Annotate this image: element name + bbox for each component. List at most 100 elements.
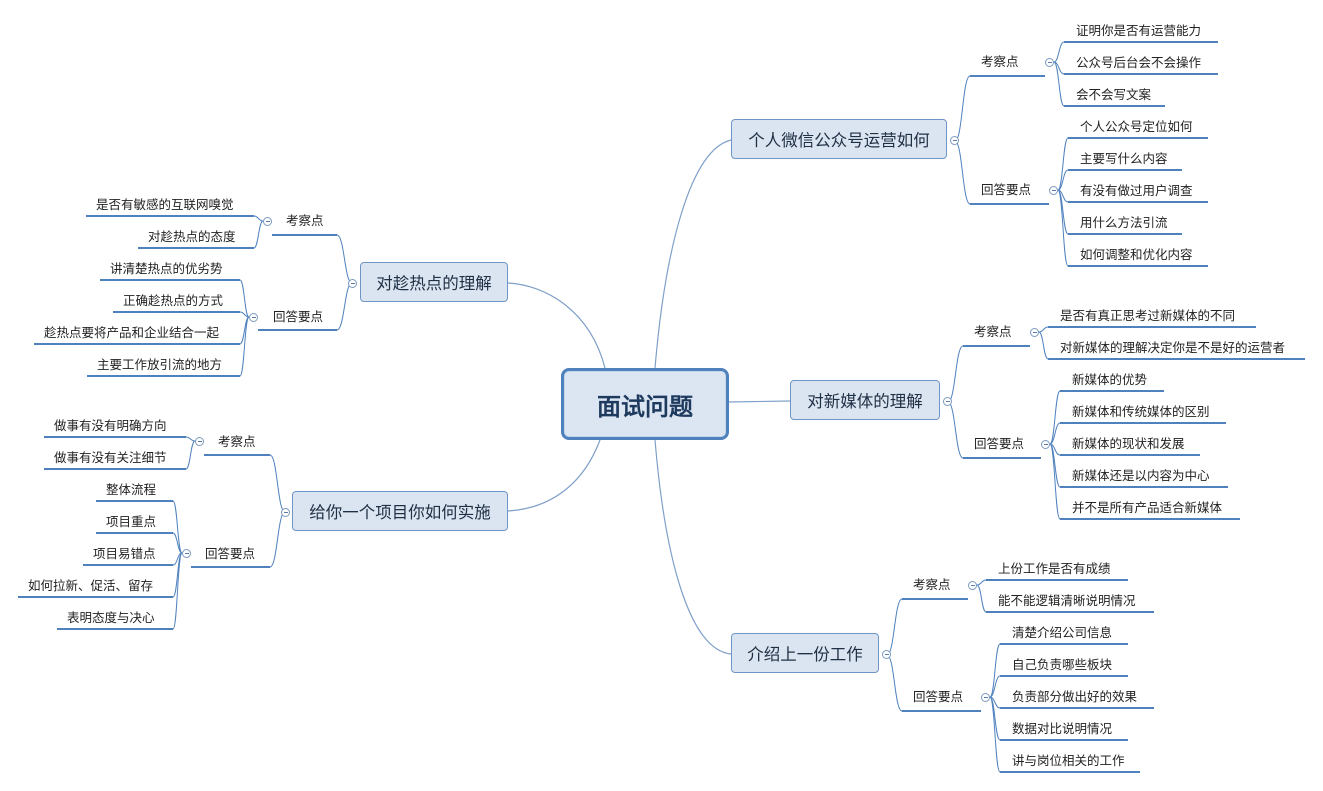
connector-line — [185, 436, 196, 442]
group-label[interactable]: 考察点 — [286, 213, 324, 228]
leaf-item[interactable]: 趁热点要将产品和企业结合一起 — [44, 325, 220, 340]
root-topic[interactable]: 面试问题 — [561, 368, 729, 440]
connector-line — [239, 279, 250, 318]
collapse-minus-icon[interactable] — [249, 313, 258, 322]
branch-wechat-account[interactable]: 个人微信公众号运营如何 — [731, 119, 947, 159]
leaf-item[interactable]: 对新媒体的理解决定你是不是好的运营者 — [1060, 340, 1286, 355]
connector-line — [989, 675, 1001, 698]
collapse-minus-icon[interactable] — [1030, 328, 1039, 337]
leaf-item[interactable]: 主要写什么内容 — [1080, 151, 1168, 166]
leaf-item[interactable]: 有没有做过用户调查 — [1080, 183, 1193, 198]
connector-line — [654, 139, 732, 369]
group-label[interactable]: 回答要点 — [205, 546, 256, 561]
connector-line — [1057, 189, 1069, 267]
branch-project-implementation[interactable]: 给你一个项目你如何实施 — [292, 491, 508, 531]
branch-previous-job[interactable]: 介绍上一份工作 — [731, 633, 879, 673]
group-label[interactable]: 考察点 — [974, 324, 1012, 339]
connector-line — [269, 511, 286, 568]
leaf-item[interactable]: 是否有敏感的互联网嗅觉 — [96, 197, 234, 212]
leaf-item[interactable]: 证明你是否有运营能力 — [1076, 23, 1202, 38]
leaf-item[interactable]: 主要工作放引流的地方 — [97, 357, 223, 372]
collapse-minus-icon[interactable] — [182, 549, 191, 558]
group-label[interactable]: 考察点 — [218, 434, 256, 449]
group-label[interactable]: 考察点 — [913, 577, 951, 592]
leaf-item[interactable]: 新媒体的现状和发展 — [1072, 436, 1185, 451]
collapse-minus-icon[interactable] — [263, 217, 272, 226]
leaf-item[interactable]: 是否有真正思考过新媒体的不同 — [1060, 308, 1236, 323]
connector-line — [1049, 422, 1061, 445]
collapse-minus-icon[interactable] — [1041, 440, 1050, 449]
connector-line — [947, 345, 964, 403]
connector-line — [1053, 61, 1065, 107]
leaf-item[interactable]: 表明态度与决心 — [67, 610, 155, 625]
connector-line — [507, 282, 606, 369]
leaf-item[interactable]: 数据对比说明情况 — [1012, 721, 1113, 736]
connector-line — [172, 500, 183, 554]
leaf-item[interactable]: 对趁热点的态度 — [148, 229, 236, 244]
connector-line — [1049, 443, 1061, 520]
leaf-item[interactable]: 公众号后台会不会操作 — [1076, 55, 1202, 70]
connector-line — [172, 532, 183, 554]
connector-line — [239, 311, 250, 318]
branch-trending-topics[interactable]: 对趁热点的理解 — [360, 262, 508, 302]
connector-line — [1053, 41, 1065, 63]
group-label[interactable]: 考察点 — [981, 54, 1019, 69]
connector-line — [1057, 137, 1069, 191]
leaf-item[interactable]: 做事有没有关注细节 — [54, 450, 167, 465]
leaf-item[interactable]: 正确趁热点的方式 — [123, 293, 224, 308]
connector-line — [507, 439, 601, 512]
collapse-minus-icon[interactable] — [195, 437, 204, 446]
leaf-item[interactable]: 个人公众号定位如何 — [1080, 119, 1193, 134]
connector-line — [989, 643, 1001, 698]
connector-line — [172, 552, 183, 630]
connector-line — [185, 440, 196, 470]
leaf-item[interactable]: 新媒体还是以内容为中心 — [1072, 468, 1210, 483]
leaf-item[interactable]: 并不是所有产品适合新媒体 — [1072, 500, 1223, 515]
connector-line — [654, 439, 732, 655]
connector-line — [1049, 390, 1061, 445]
branch-new-media[interactable]: 对新媒体的理解 — [790, 380, 940, 420]
collapse-minus-icon[interactable] — [348, 279, 357, 288]
connector-line — [976, 579, 987, 586]
leaf-item[interactable]: 项目易错点 — [93, 546, 156, 561]
connector-line — [728, 400, 791, 403]
collapse-minus-icon[interactable] — [968, 581, 977, 590]
collapse-minus-icon[interactable] — [1049, 186, 1058, 195]
connector-line — [886, 598, 903, 656]
collapse-minus-icon[interactable] — [281, 508, 290, 517]
connector-line — [269, 454, 286, 513]
collapse-minus-icon[interactable] — [1045, 58, 1054, 67]
collapse-minus-icon[interactable] — [950, 136, 959, 145]
collapse-minus-icon[interactable] — [882, 650, 891, 659]
connector-line — [1057, 169, 1069, 191]
leaf-item[interactable]: 负责部分做出好的效果 — [1012, 689, 1138, 704]
collapse-minus-icon[interactable] — [943, 397, 952, 406]
connector-line — [886, 654, 903, 712]
leaf-item[interactable]: 如何拉新、促活、留存 — [28, 578, 154, 593]
group-label[interactable]: 回答要点 — [981, 182, 1032, 197]
connector-line — [336, 234, 353, 284]
connector-line — [954, 75, 971, 142]
leaf-item[interactable]: 新媒体和传统媒体的区别 — [1072, 404, 1210, 419]
leaf-item[interactable]: 能不能逻辑清晰说明情况 — [998, 593, 1136, 608]
leaf-item[interactable]: 会不会写文案 — [1076, 87, 1152, 102]
collapse-minus-icon[interactable] — [981, 693, 990, 702]
leaf-item[interactable]: 讲与岗位相关的工作 — [1012, 753, 1125, 768]
connector-line — [954, 140, 971, 205]
leaf-item[interactable]: 项目重点 — [106, 514, 157, 529]
group-label[interactable]: 回答要点 — [273, 309, 324, 324]
leaf-item[interactable]: 如何调整和优化内容 — [1080, 247, 1193, 262]
leaf-item[interactable]: 讲清楚热点的优劣势 — [110, 261, 223, 276]
leaf-item[interactable]: 新媒体的优势 — [1072, 372, 1148, 387]
group-label[interactable]: 回答要点 — [913, 689, 964, 704]
group-label[interactable]: 回答要点 — [974, 436, 1025, 451]
leaf-item[interactable]: 做事有没有明确方向 — [54, 418, 167, 433]
connector-line — [989, 696, 1001, 773]
leaf-item[interactable]: 自己负责哪些板块 — [1012, 657, 1113, 672]
leaf-item[interactable]: 清楚介绍公司信息 — [1012, 625, 1113, 640]
connector-line — [239, 316, 250, 377]
leaf-item[interactable]: 用什么方法引流 — [1080, 215, 1168, 230]
leaf-item[interactable]: 整体流程 — [106, 482, 157, 497]
leaf-item[interactable]: 上份工作是否有成绩 — [998, 561, 1111, 576]
